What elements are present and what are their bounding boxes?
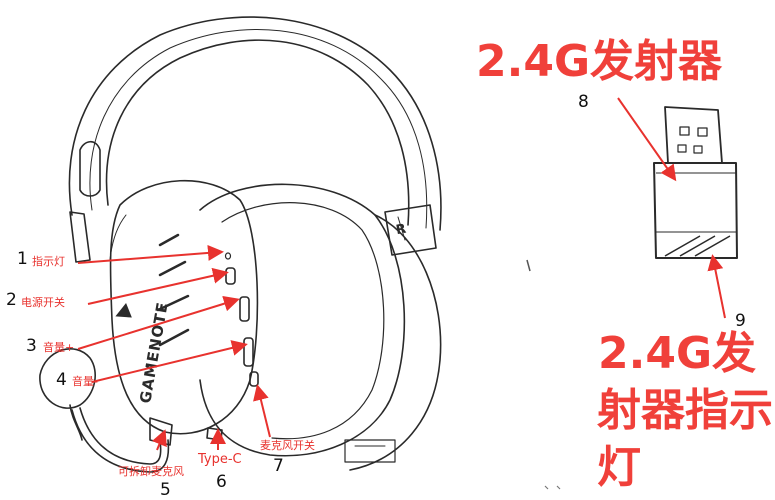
arrow-3 bbox=[77, 295, 240, 350]
left-earcup-shell bbox=[109, 179, 259, 435]
arrow-5 bbox=[152, 429, 167, 451]
callout-2-number: 2 bbox=[6, 290, 17, 310]
indicator-title-line-3: 灯 bbox=[597, 442, 641, 493]
arrow-2 bbox=[87, 267, 229, 305]
callout-3-text: 音量+ bbox=[43, 341, 75, 354]
usb-receiver-drawing bbox=[653, 106, 738, 259]
callout-5-text: 可拆卸麦克风 bbox=[118, 465, 184, 478]
callout-4-number: 4 bbox=[56, 370, 67, 390]
callout-6-number: 6 bbox=[216, 472, 227, 492]
indicator-title-line-2: 射器指示 bbox=[597, 385, 773, 436]
mic-capsule bbox=[39, 348, 96, 409]
callout-7-text: 麦克风开关 bbox=[260, 439, 315, 452]
headset-brand-text: GAMENOTE bbox=[136, 300, 172, 404]
callout-1-number: 1 bbox=[17, 249, 28, 269]
brand-logo bbox=[115, 303, 132, 318]
arrow-9 bbox=[707, 254, 726, 319]
callout-7-number: 7 bbox=[273, 456, 284, 476]
right-side-mark: R bbox=[395, 222, 407, 239]
headset-drawing bbox=[39, 16, 442, 473]
callout-9-number: 9 bbox=[735, 311, 746, 331]
receiver-title: 2.4G发射器 bbox=[476, 36, 723, 87]
right-earcup-cushion bbox=[199, 183, 406, 457]
callout-8-number: 8 bbox=[578, 92, 589, 112]
callout-6-text: Type-C bbox=[198, 452, 242, 467]
arrows bbox=[77, 97, 726, 451]
arrow-4 bbox=[91, 340, 248, 383]
headband-inner bbox=[105, 39, 410, 226]
arrow-1 bbox=[77, 244, 224, 264]
callout-5-number: 5 bbox=[160, 480, 171, 500]
callout-4-text: 音量- bbox=[72, 375, 98, 388]
arrow-7 bbox=[253, 384, 271, 438]
callout-1-text: 指示灯 bbox=[32, 255, 65, 268]
indicator-title-line-1: 2.4G发 bbox=[598, 328, 757, 379]
callout-2-text: 电源开关 bbox=[21, 296, 65, 309]
mic-boom bbox=[71, 409, 170, 473]
callout-3-number: 3 bbox=[26, 336, 37, 356]
arrow-8 bbox=[617, 97, 677, 182]
headband-outer bbox=[68, 16, 442, 231]
